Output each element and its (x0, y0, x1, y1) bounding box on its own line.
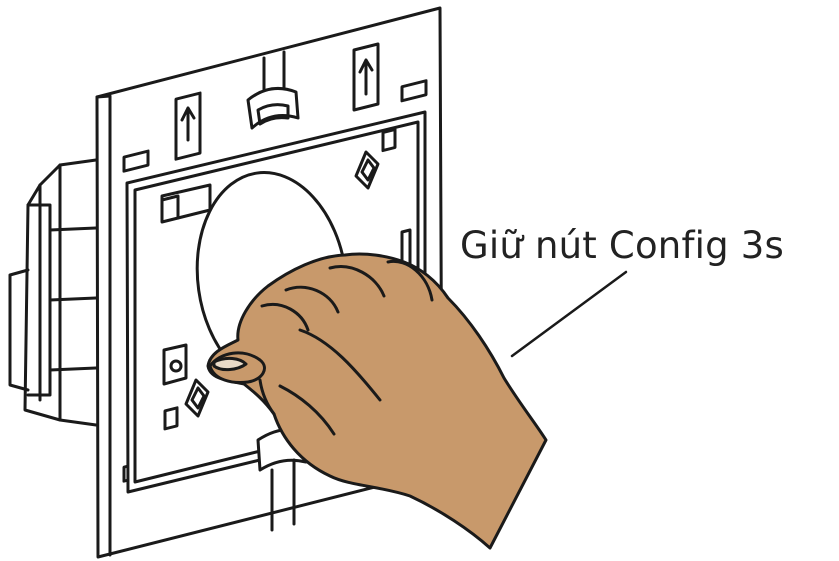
annotation-leader-line (512, 272, 626, 356)
annotation-label: Giữ nút Config 3s (460, 224, 784, 267)
switch-back-module (10, 160, 96, 425)
